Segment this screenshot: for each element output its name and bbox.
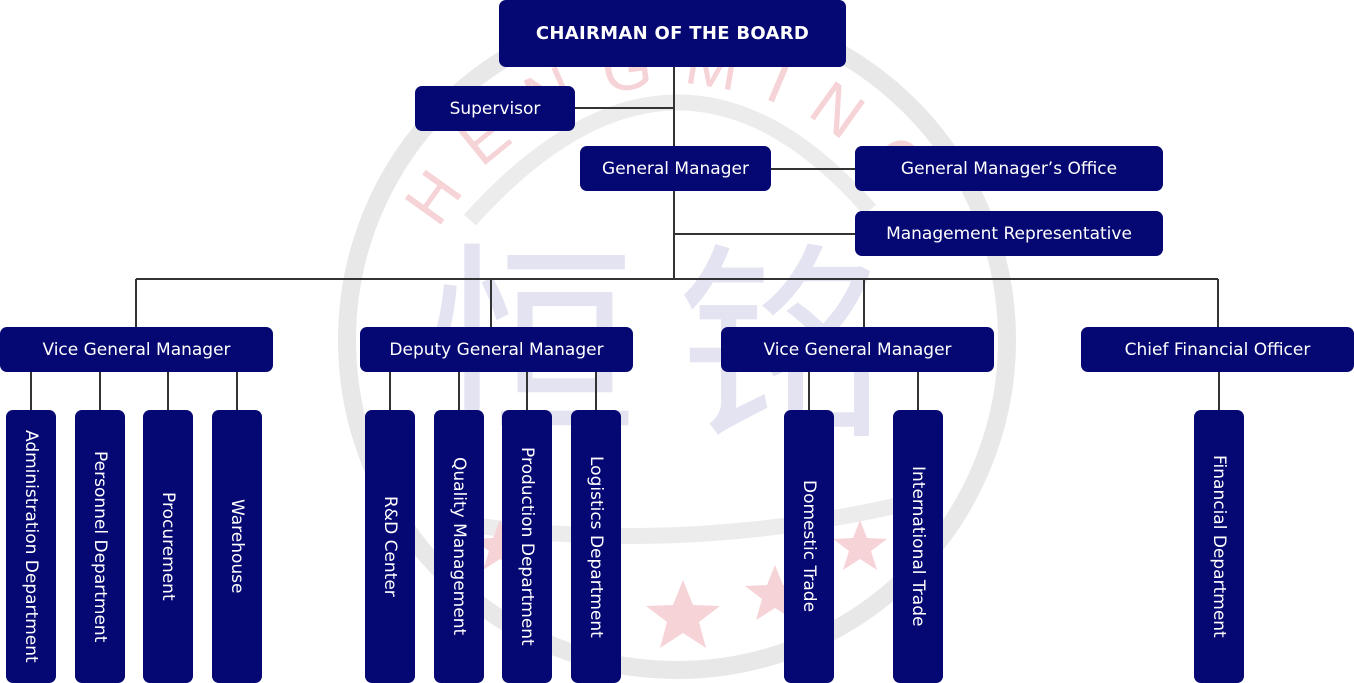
branch-box-1: Vice General Manager <box>0 327 273 372</box>
dept-box: Domestic Trade <box>784 410 834 683</box>
dept-label: Financial Department <box>1209 455 1229 638</box>
dept-label: International Trade <box>908 466 928 627</box>
dept-label: Production Department <box>517 447 537 646</box>
dept-label: R&D Center <box>380 496 400 597</box>
general-manager-box: General Manager <box>580 146 771 191</box>
management-rep-box: Management Representative <box>855 211 1163 256</box>
dept-label: Procurement <box>158 492 178 601</box>
branch-box-2: Deputy General Manager <box>360 327 633 372</box>
chairman-label: CHAIRMAN OF THE BOARD <box>535 23 810 44</box>
dept-box: International Trade <box>893 410 943 683</box>
branch-title: Chief Financial Officer <box>1124 339 1311 360</box>
management-rep-label: Management Representative <box>886 223 1132 244</box>
dept-label: Quality Management <box>449 457 469 636</box>
dept-box: R&D Center <box>365 410 415 683</box>
dept-box: Warehouse <box>212 410 262 683</box>
branch-title: Vice General Manager <box>42 339 231 360</box>
dept-box: Quality Management <box>434 410 484 683</box>
supervisor-label: Supervisor <box>449 98 541 119</box>
dept-label: Administration Department <box>21 430 41 663</box>
dept-box: Logistics Department <box>571 410 621 683</box>
chairman-box: CHAIRMAN OF THE BOARD <box>499 0 846 67</box>
gm-office-box: General Manager’s Office <box>855 146 1163 191</box>
branch-box-4: Chief Financial Officer <box>1081 327 1354 372</box>
dept-box: Administration Department <box>6 410 56 683</box>
supervisor-box: Supervisor <box>415 86 575 131</box>
general-manager-label: General Manager <box>602 158 749 179</box>
branch-title: Vice General Manager <box>763 339 952 360</box>
branch-box-3: Vice General Manager <box>721 327 994 372</box>
dept-box: Procurement <box>143 410 193 683</box>
dept-box: Production Department <box>502 410 552 683</box>
dept-label: Logistics Department <box>586 455 606 638</box>
gm-office-label: General Manager’s Office <box>900 158 1118 179</box>
dept-box: Financial Department <box>1194 410 1244 683</box>
dept-label: Warehouse <box>227 499 247 594</box>
dept-label: Personnel Department <box>90 450 110 643</box>
branch-title: Deputy General Manager <box>389 339 604 360</box>
dept-box: Personnel Department <box>75 410 125 683</box>
dept-label: Domestic Trade <box>799 480 819 613</box>
